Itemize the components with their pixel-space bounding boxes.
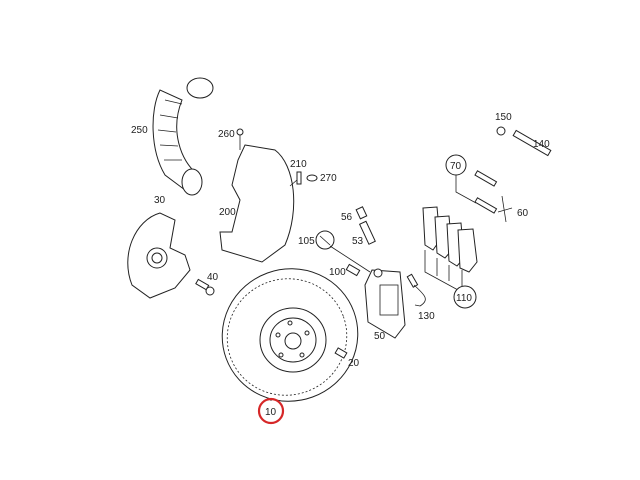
callout-60[interactable]: 60 — [517, 208, 529, 219]
callout-70[interactable]: 70 — [450, 161, 462, 172]
callout-56[interactable]: 56 — [341, 212, 353, 223]
part-130-wear-sensor[interactable] — [406, 273, 426, 307]
part-150-nut[interactable] — [496, 126, 506, 136]
highlight-circle-10 — [257, 397, 285, 425]
part-30-backing-plate[interactable] — [127, 212, 191, 299]
part-20-screw[interactable] — [334, 347, 348, 359]
callout-100[interactable]: 100 — [329, 267, 346, 278]
part-40-bolt[interactable] — [195, 278, 215, 296]
part-270-screw[interactable] — [306, 174, 318, 182]
part-53-bleeder-screw[interactable] — [358, 220, 376, 245]
part-50-caliper[interactable] — [364, 268, 406, 339]
callout-140[interactable]: 140 — [533, 139, 550, 150]
part-250-air-duct[interactable] — [152, 77, 214, 196]
callout-20[interactable]: 20 — [348, 358, 360, 369]
callout-53[interactable]: 53 — [352, 236, 364, 247]
part-110-brake-pads[interactable] — [422, 206, 478, 291]
callout-130[interactable]: 130 — [418, 311, 435, 322]
wrench-icon — [315, 230, 371, 273]
callout-50[interactable]: 50 — [374, 331, 386, 342]
part-210-clip[interactable] — [289, 171, 302, 187]
callout-70-circle — [445, 154, 467, 176]
callout-270[interactable]: 270 — [320, 173, 337, 184]
callout-10[interactable]: 10 — [265, 407, 277, 418]
callout-110-circle — [453, 285, 477, 309]
callout-110[interactable]: 110 — [456, 293, 472, 304]
part-10-brake-disc[interactable] — [204, 250, 377, 421]
part-70-guide-pins[interactable] — [455, 170, 498, 214]
part-56-bleeder-cap[interactable] — [355, 206, 368, 220]
callout-250[interactable]: 250 — [131, 125, 148, 136]
callout-150[interactable]: 150 — [495, 112, 512, 123]
callout-40[interactable]: 40 — [207, 272, 219, 283]
callout-210[interactable]: 210 — [290, 159, 307, 170]
part-140-bolt[interactable] — [512, 129, 552, 157]
callout-260[interactable]: 260 — [218, 129, 235, 140]
part-100-bolt[interactable] — [345, 263, 361, 277]
part-200-splash-guard[interactable] — [219, 128, 295, 263]
callout-105[interactable]: 105 — [298, 236, 315, 247]
part-60-spring[interactable] — [497, 195, 513, 223]
callout-200[interactable]: 200 — [219, 207, 236, 218]
callout-30[interactable]: 30 — [154, 195, 166, 206]
